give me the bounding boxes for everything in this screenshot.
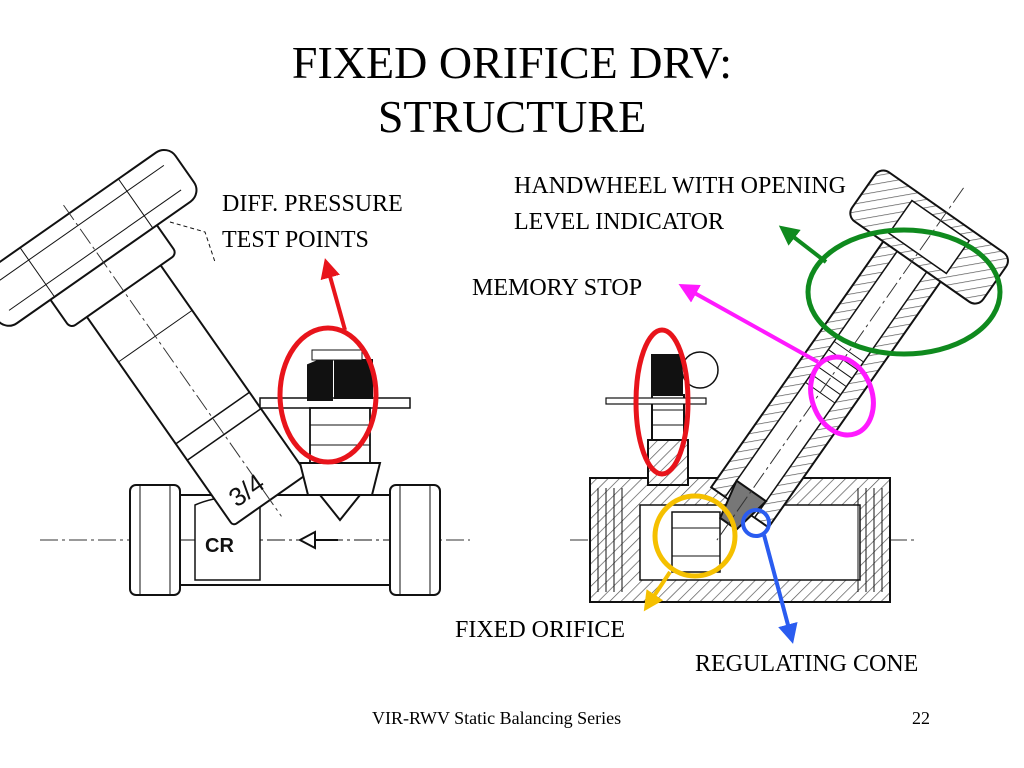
handwheel-line-2: LEVEL INDICATOR (514, 209, 724, 235)
right-valve-section (570, 169, 1009, 603)
left-test-points-highlight (277, 325, 379, 465)
diff-pressure-line-2: TEST POINTS (222, 227, 369, 253)
title-line-2: STRUCTURE (377, 91, 647, 142)
fixed-orifice-highlight (652, 493, 738, 579)
valve-logo: CR (205, 535, 234, 557)
title-line-1: FIXED ORIFICE DRV: (291, 37, 733, 88)
diff-pressure-line-1: DIFF. PRESSURE (222, 191, 403, 217)
slide-title: FIXED ORIFICE DRV: STRUCTURE (0, 36, 1024, 144)
regulating-cone-label: REGULATING CONE (695, 651, 919, 677)
regulating-cone-highlight (741, 508, 771, 538)
handwheel-line-1: HANDWHEEL WITH OPENING (514, 173, 846, 199)
diff-pressure-label: DIFF. PRESSURE TEST POINTS (222, 186, 403, 258)
footer-series: VIR-RWV Static Balancing Series (372, 708, 622, 728)
footer-page-number: 22 (912, 708, 930, 728)
handwheel-label: HANDWHEEL WITH OPENING LEVEL INDICATOR (514, 168, 846, 240)
regulating-cone-arrow (762, 534, 798, 644)
right-test-points-highlight (633, 327, 691, 477)
memory-stop-arrow (678, 284, 819, 364)
fixed-orifice-label: FIXED ORIFICE (455, 617, 626, 643)
fixed-orifice-arrow (643, 570, 672, 612)
handwheel-highlight (805, 227, 1003, 357)
left-valve-drawing (0, 148, 470, 596)
handwheel-arrow (778, 225, 828, 264)
test-points-arrow (320, 258, 347, 331)
memory-stop-highlight (808, 354, 876, 438)
memory-stop-label: MEMORY STOP (472, 275, 643, 301)
